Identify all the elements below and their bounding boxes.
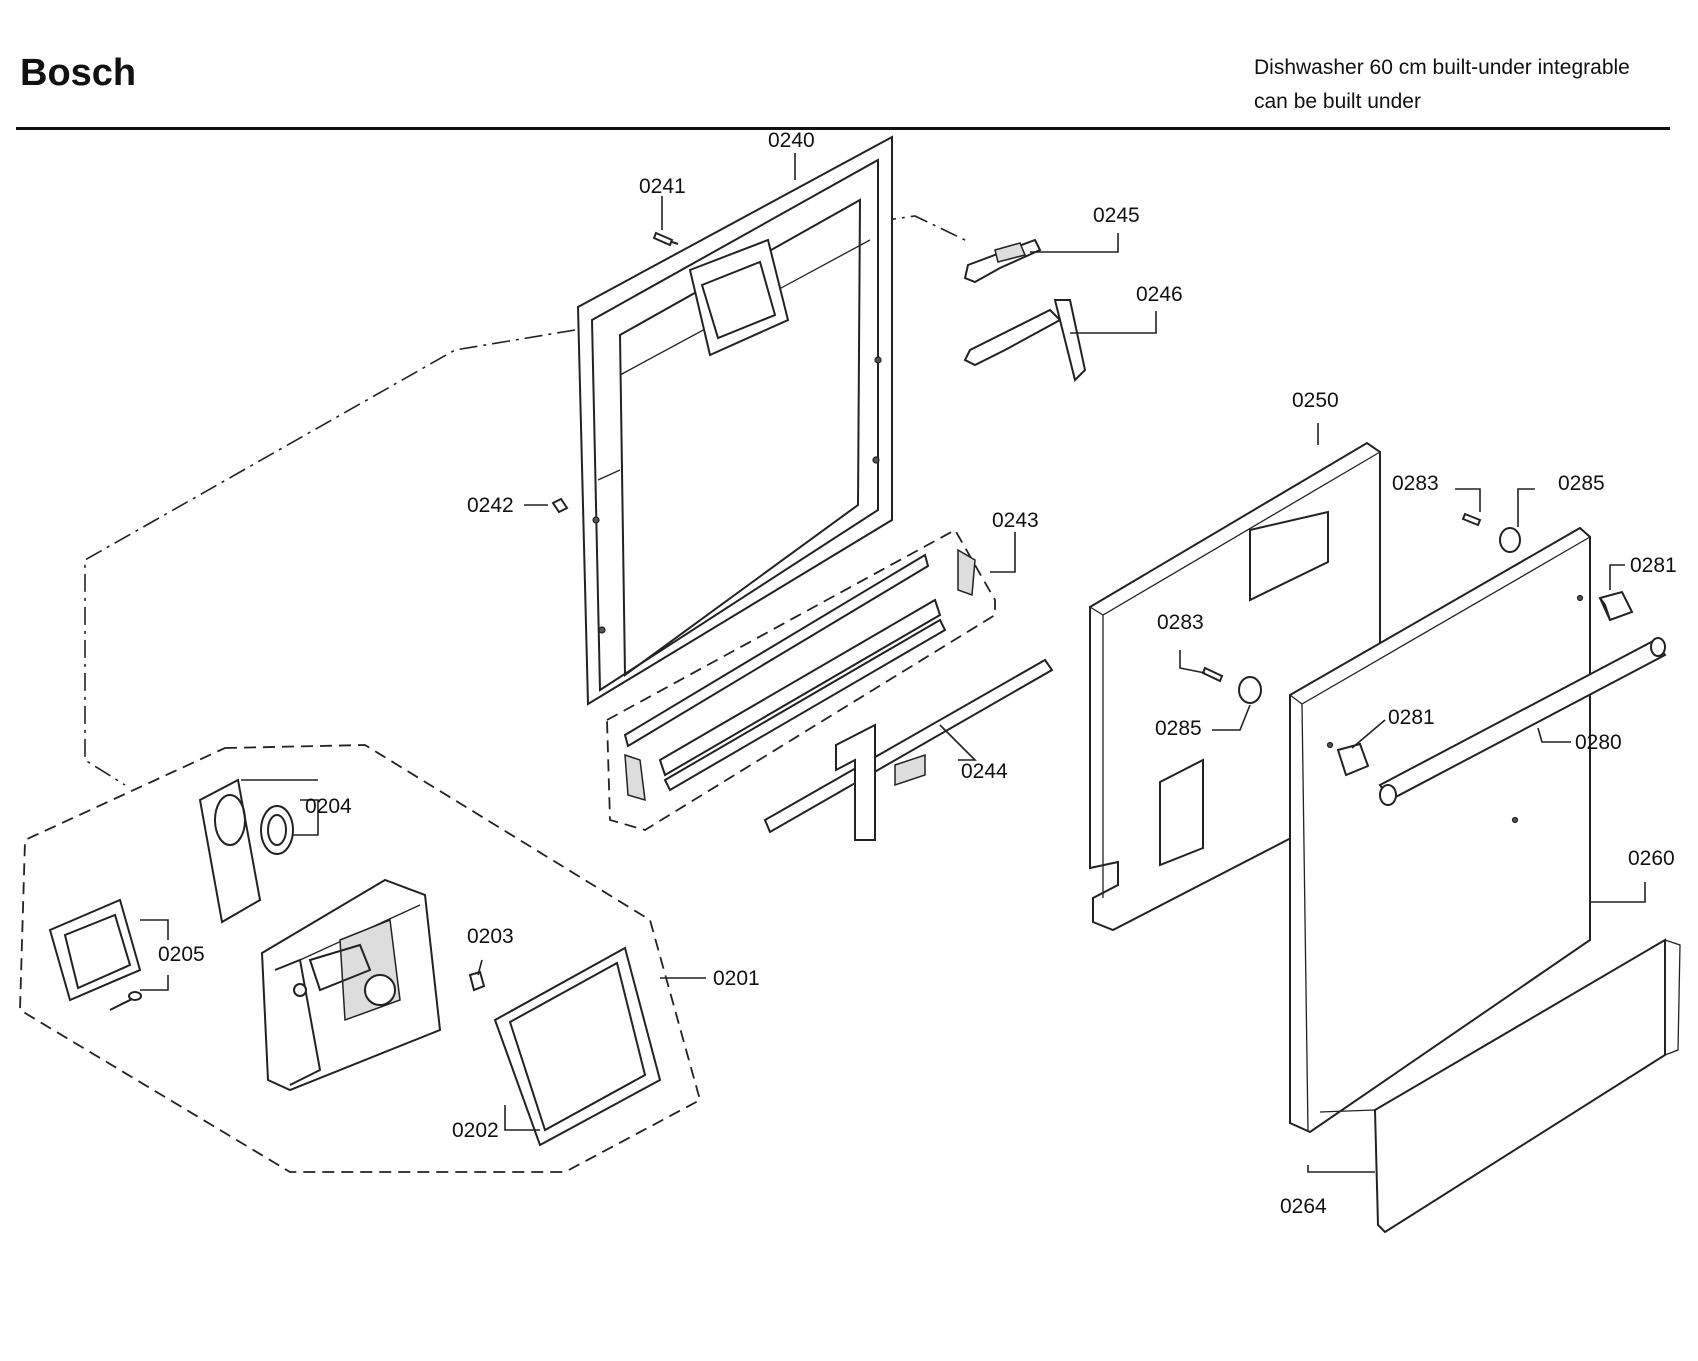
part-0243-hinge-assembly [606,528,996,831]
callout-0240: 0240 [768,129,815,152]
callout-0203: 0203 [467,925,514,948]
callout-0285-lower: 0285 [1155,717,1202,740]
brand-title: Bosch [20,52,137,94]
callout-0246: 0246 [1136,283,1183,306]
part-0264-kickplate [1319,938,1681,1234]
part-0283-screw-lower [1201,666,1224,683]
part-0201-group-outline [19,744,702,1173]
callout-0264: 0264 [1280,1195,1327,1218]
part-0280-handle [1378,637,1667,806]
part-0285-washer-lower [1238,676,1262,704]
part-0204-dispenser [198,778,294,924]
callout-0201: 0201 [713,967,760,990]
callout-0204: 0204 [305,795,352,818]
callout-0244: 0244 [961,760,1008,783]
callout-0202: 0202 [452,1119,499,1142]
callout-0250: 0250 [1292,389,1339,412]
leader-lines [140,153,1646,1173]
callout-0281-upper: 0281 [1630,554,1677,577]
part-0244-rail [763,658,1054,841]
part-0240-inner-door [576,135,893,706]
callout-0281-lower: 0281 [1388,706,1435,729]
callout-0241: 0241 [639,175,686,198]
callout-0280: 0280 [1575,731,1622,754]
part-0242-clip [551,497,569,514]
part-0285-washer-upper [1499,527,1521,553]
callout-0205: 0205 [158,943,205,966]
part-0281-end-cap-upper [1598,590,1634,622]
product-title-line-2: can be built under [1254,90,1421,113]
part-0202-frame [493,946,662,1147]
assembly-line-0240-to-0201 [84,329,576,786]
part-0205-cover [48,898,142,1011]
header-divider [16,127,1670,130]
part-0245-bracket [963,238,1042,284]
part-0260-outer-door [1289,526,1591,1134]
callout-0283-upper: 0283 [1392,472,1439,495]
part-0283-screw-upper [1461,512,1482,527]
callout-0242: 0242 [467,494,514,517]
part-0246-bracket [963,299,1087,382]
callout-0260: 0260 [1628,847,1675,870]
callout-0245: 0245 [1093,204,1140,227]
callout-0283-lower: 0283 [1157,611,1204,634]
callout-0243: 0243 [992,509,1039,532]
part-0241-screw [652,231,679,247]
part-0203-clip [468,970,486,992]
part-0281-end-cap-lower [1336,742,1370,777]
part-0201-control-module [260,878,442,1092]
callout-0285-upper: 0285 [1558,472,1605,495]
product-title-line-1: Dishwasher 60 cm built-under integrable [1254,56,1630,79]
